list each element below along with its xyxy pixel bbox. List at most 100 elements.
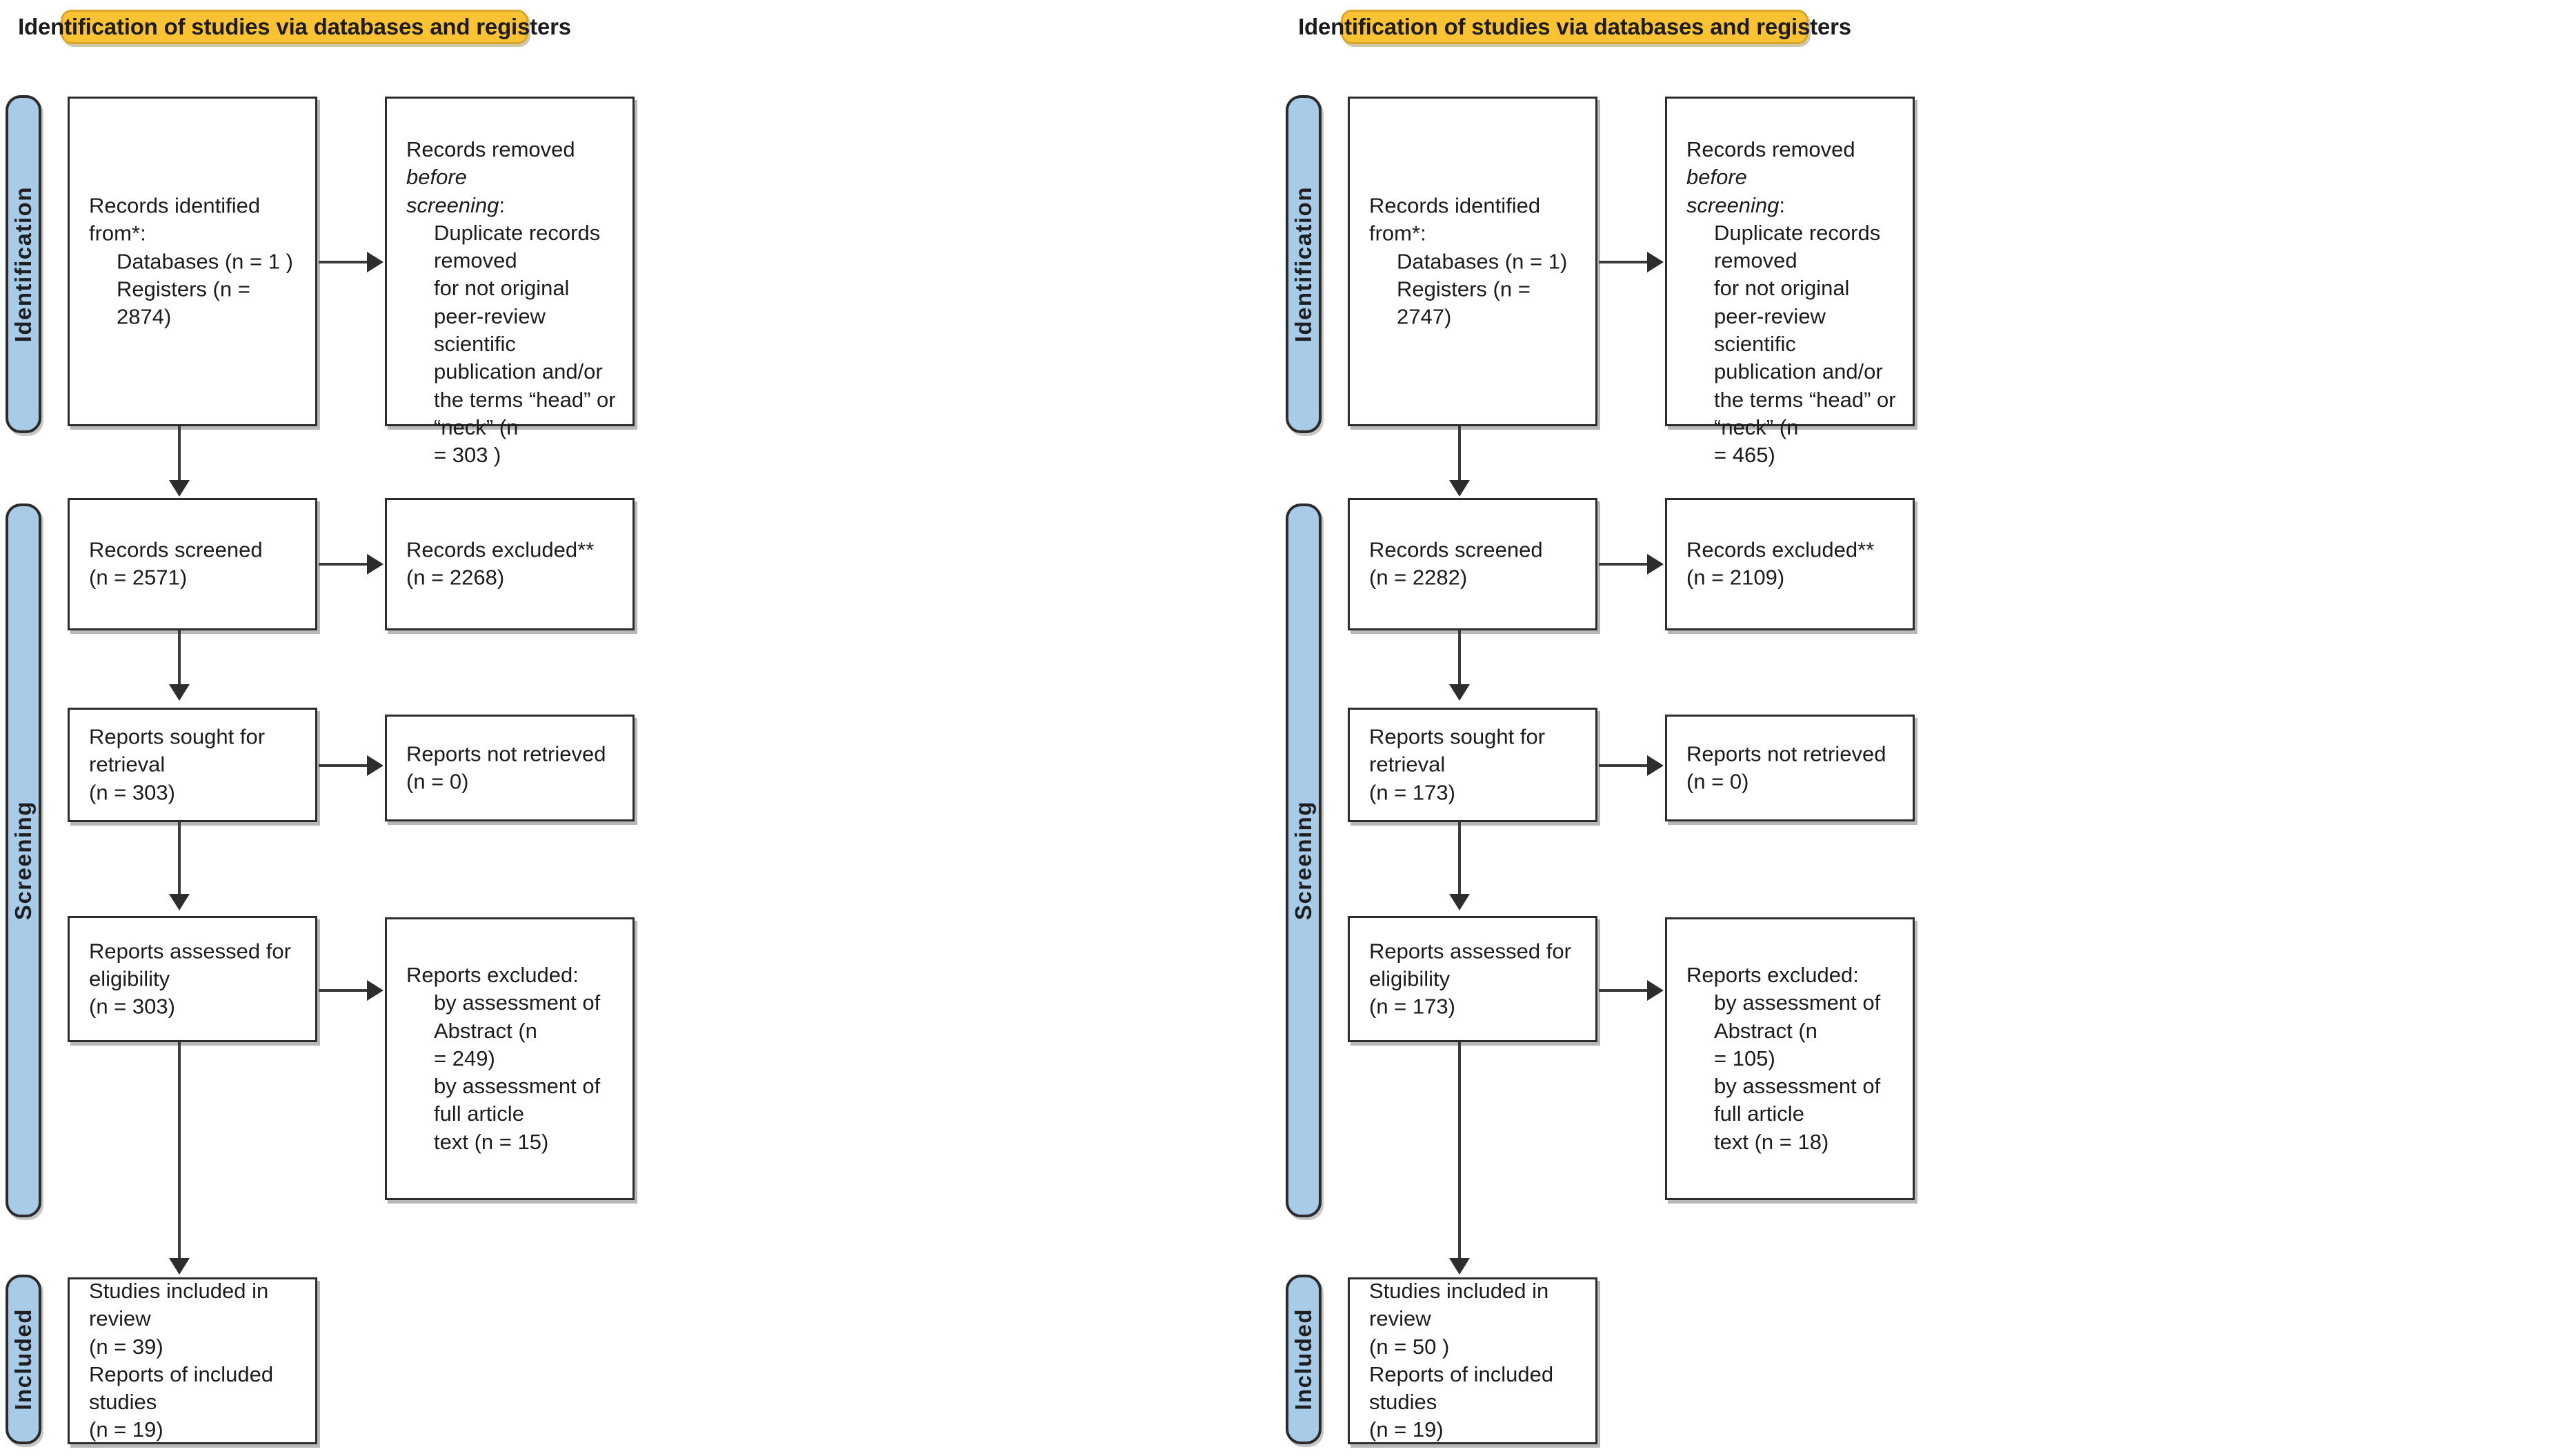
box-text: Records excluded** (n = 2268) [406,537,620,592]
arrow-right-icon [1647,755,1664,776]
box-text: Reports assessed for eligibility (n = 17… [1369,937,1583,1021]
connector-identified-to-removed [1599,261,1648,263]
line-3: Reports of included studies [89,1362,279,1415]
line-2: (n = 2268) [406,566,505,590]
line-2: screening: [1686,192,1900,219]
arrow-right-icon [367,554,383,575]
connector-sought-to-not-retrieved [319,764,368,767]
box-text: Records excluded** (n = 2109) [1686,537,1900,592]
line-3: Duplicate records removed [1714,220,1886,273]
box-text: Records identified from*: Databases (n =… [1369,192,1583,330]
box-records-excluded: Records excluded** (n = 2268) [385,498,635,630]
prisma-panel-left: Identification of studies via databases … [0,0,1280,1456]
arrow-down-icon [1449,480,1470,497]
arrow-down-icon [1449,684,1470,701]
line-2: by assessment of Abstract (n [434,990,606,1043]
line-3: Duplicate records removed [434,220,606,273]
line-2-b: : [1779,192,1786,217]
line-1: Records removed before [406,136,620,192]
panel-banner-left: Identification of studies via databases … [18,10,571,44]
line-2: (n = 50 ) [1369,1334,1450,1359]
box-text: Studies included in review (n = 50 ) Rep… [1369,1277,1583,1444]
box-studies-included: Studies included in review (n = 50 ) Rep… [1348,1277,1597,1444]
line-1: Records excluded** [406,537,595,562]
line-4: for not original peer-review [1714,276,1856,328]
line-1: Reports assessed for eligibility [1369,939,1577,991]
line-1: Records excluded** [1686,537,1875,562]
connector-identified-to-removed [319,261,368,263]
line-1: Records identified from*: [1369,193,1546,246]
line-1: Records identified from*: [89,193,266,246]
line-6: the terms “head” or “neck” (n [434,387,622,439]
connector-screened-to-excluded [319,563,368,566]
box-reports-sought: Reports sought for retrieval (n = 303) [68,708,317,822]
arrow-down-icon [169,1258,190,1275]
line-2: Databases (n = 1) [1397,248,1568,273]
connector-assessed-to-reports-excluded [319,989,368,992]
box-reports-assessed: Reports assessed for eligibility (n = 17… [1348,916,1597,1042]
line-2: (n = 303) [89,994,175,1019]
connector-sought-to-not-retrieved [1599,764,1648,767]
line-2: (n = 0) [1686,769,1749,794]
line-4: (n = 19) [89,1417,163,1442]
arrow-down-icon [169,684,190,701]
stage-label-identification: Identification [10,186,36,343]
arrow-right-icon [1647,554,1664,575]
stage-bar-included: Included [1286,1275,1322,1444]
line-4: (n = 19) [1369,1417,1444,1442]
arrow-down-icon [169,894,190,910]
box-text: Reports sought for retrieval (n = 173) [1369,724,1583,807]
line-2-b: : [499,192,506,217]
line-5: text (n = 18) [1714,1129,1829,1154]
box-reports-not-retrieved: Reports not retrieved (n = 0) [385,715,635,821]
connector-sought-to-assessed [178,822,181,895]
line-2: by assessment of Abstract (n [1714,990,1886,1043]
line-5: scientific publication and/or [1714,332,1883,384]
box-text: Records screened (n = 2571) [89,537,303,592]
stage-bar-screening: Screening [1286,503,1322,1217]
box-studies-included: Studies included in review (n = 39) Repo… [68,1277,317,1444]
line-1-a: Records removed [1686,137,1862,161]
line-3: Registers (n = 2747) [1397,277,1537,329]
box-text: Reports not retrieved (n = 0) [1686,740,1900,796]
line-2-a: screening [406,192,499,217]
line-1: Reports not retrieved [1686,741,1886,766]
line-7: = 465) [1714,443,1775,468]
box-text: Records removed before screening: Duplic… [1686,136,1900,470]
line-3: Reports of included studies [1369,1362,1559,1415]
line-1: Reports sought for retrieval [1369,724,1551,777]
connector-screened-to-sought [178,630,181,686]
box-text: Records removed before screening: Duplic… [406,136,620,470]
box-text: Reports not retrieved (n = 0) [406,740,620,796]
connector-sought-to-assessed [1458,822,1461,895]
arrow-right-icon [367,755,383,776]
arrow-down-icon [1449,894,1470,910]
line-3: Registers (n = 2874) [117,277,257,329]
box-text: Reports excluded: by assessment of Abstr… [1686,961,1900,1156]
line-1: Reports assessed for eligibility [89,939,297,991]
line-4: by assessment of full article [1714,1074,1886,1126]
line-1-b: before [1686,165,1747,190]
line-2: (n = 0) [406,769,469,794]
line-1: Reports sought for retrieval [89,724,271,777]
box-reports-excluded: Reports excluded: by assessment of Abstr… [1665,917,1915,1200]
line-1: Reports excluded: [1686,962,1859,987]
line-1: Records removed before [1686,136,1900,192]
line-3: = 249) [434,1046,495,1070]
stage-label-included: Included [10,1308,36,1410]
line-4: for not original peer-review [434,276,576,328]
arrow-right-icon [1647,980,1664,1001]
stage-bar-identification: Identification [1286,95,1322,433]
box-text: Reports assessed for eligibility (n = 30… [89,937,303,1021]
arrow-down-icon [1449,1258,1470,1275]
arrow-right-icon [1647,252,1664,272]
connector-screened-to-sought [1458,630,1461,686]
banner-title: Identification of studies via databases … [1298,14,1851,39]
line-5: scientific publication and/or [434,332,603,384]
box-reports-sought: Reports sought for retrieval (n = 173) [1348,708,1597,822]
box-reports-not-retrieved: Reports not retrieved (n = 0) [1665,715,1915,821]
line-4: by assessment of full article [434,1074,606,1126]
connector-identified-to-screened [1458,426,1461,481]
line-2: screening: [406,192,620,219]
